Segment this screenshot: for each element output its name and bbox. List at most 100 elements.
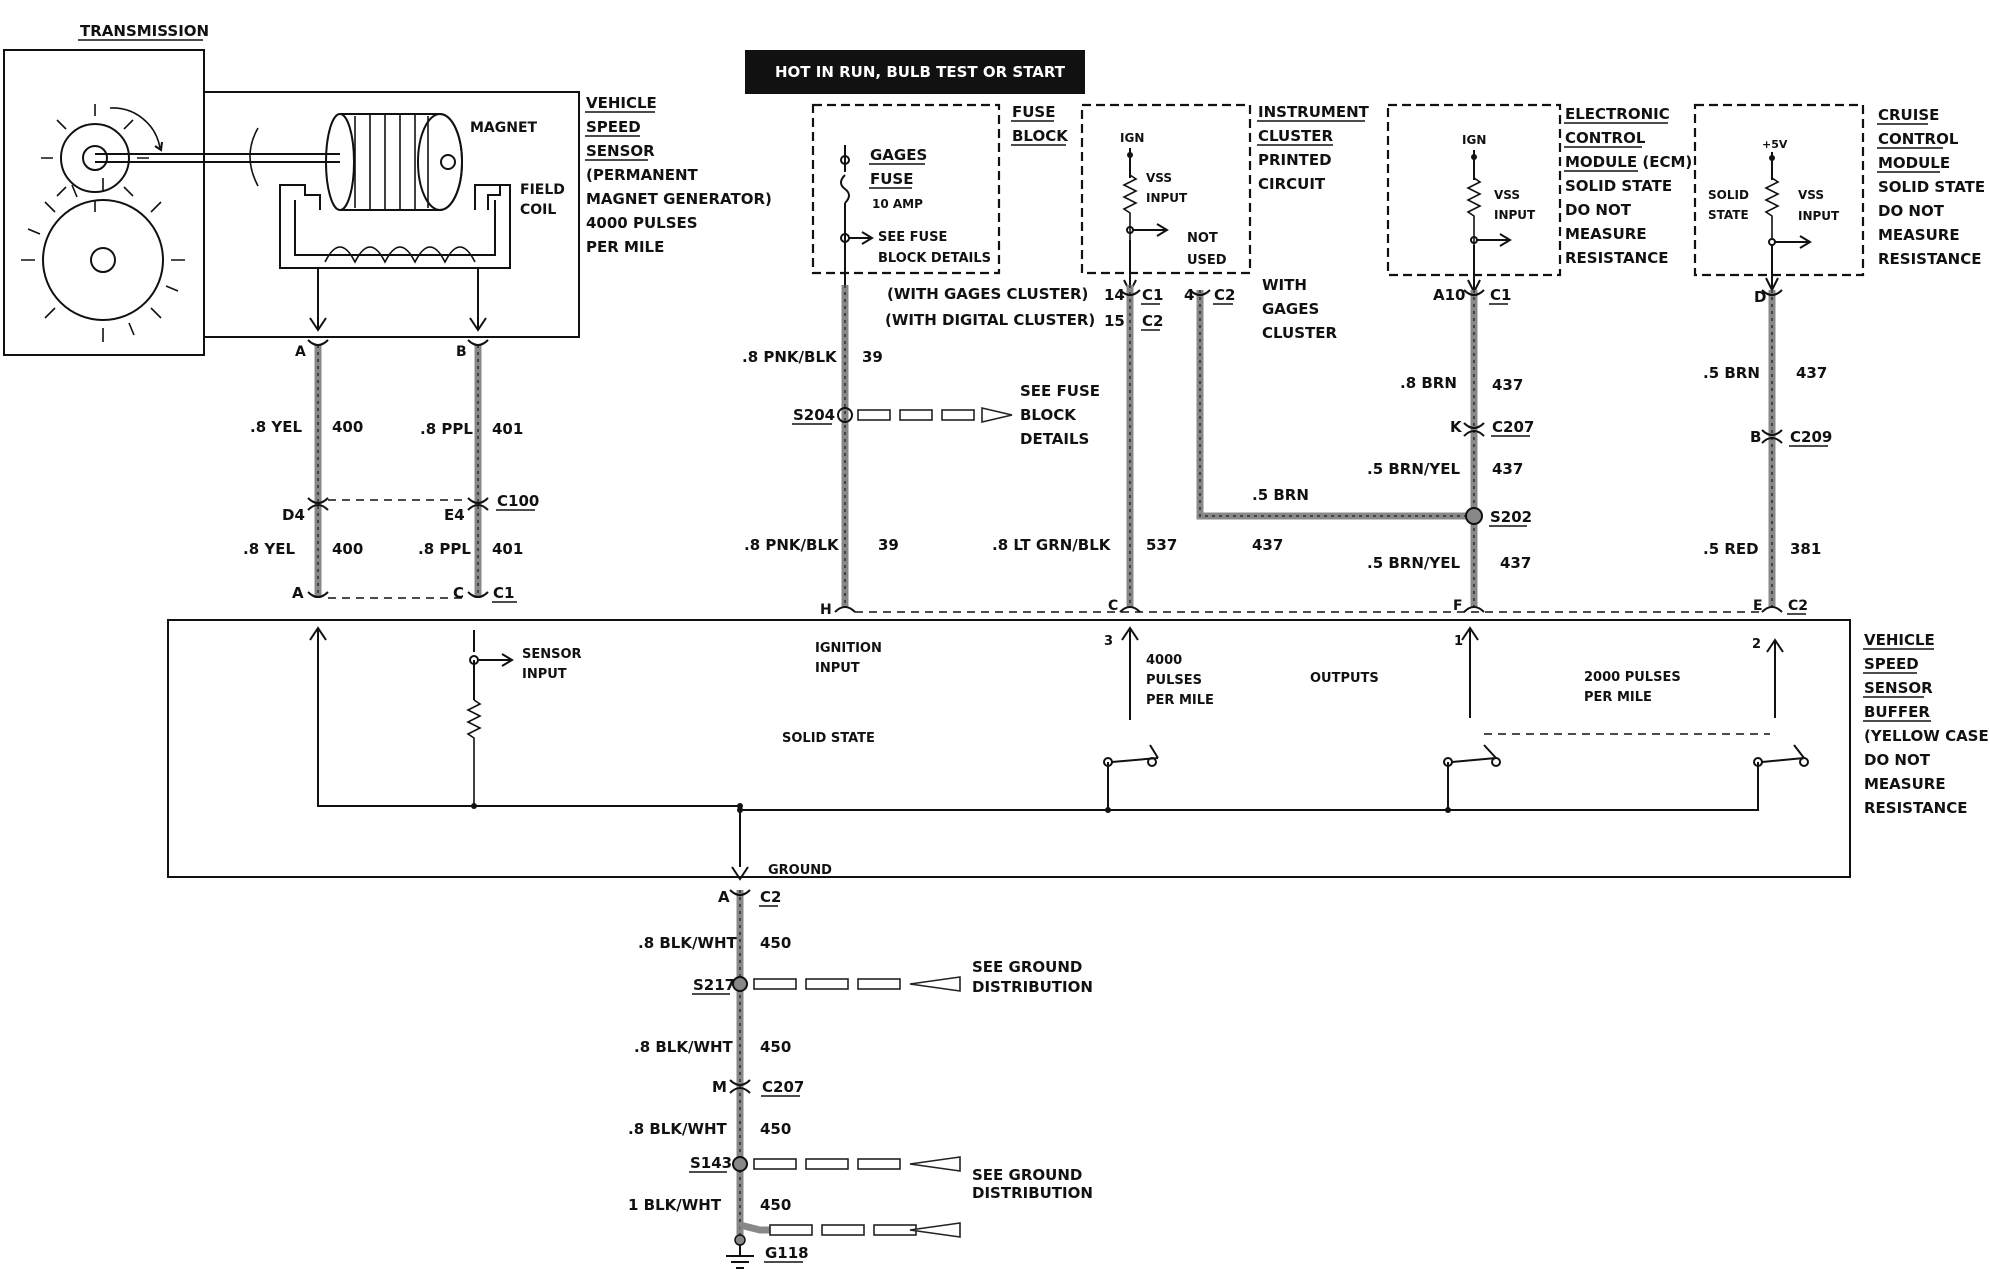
cruise-wires: D .5 BRN 437 B C209 .5 RED 381 E C2 (1703, 288, 1832, 615)
svg-text:DO NOT: DO NOT (1864, 751, 1931, 769)
svg-text:FUSE: FUSE (870, 170, 913, 188)
transmission-label: TRANSMISSION (80, 22, 209, 40)
vss-buffer-box (167, 619, 1851, 878)
svg-text:INPUT: INPUT (522, 667, 567, 682)
svg-text:INSTRUMENT: INSTRUMENT (1258, 103, 1370, 121)
svg-text:CONTROL: CONTROL (1878, 130, 1959, 148)
svg-text:39: 39 (862, 348, 883, 366)
svg-text:BLOCK: BLOCK (1020, 406, 1077, 424)
svg-text:.5 BRN: .5 BRN (1252, 486, 1309, 504)
svg-text:RESISTANCE: RESISTANCE (1565, 249, 1668, 267)
ground-dist-arrow-2 (753, 1156, 961, 1172)
ground-dist-arrow-1 (753, 976, 961, 992)
cluster-wires: (WITH GAGES CLUSTER) (WITH DIGITAL CLUST… (885, 276, 1476, 614)
field-core (279, 184, 511, 269)
svg-text:BUFFER: BUFFER (1864, 703, 1930, 721)
splice-s202 (1465, 507, 1483, 525)
svg-text:1: 1 (1454, 634, 1463, 649)
svg-text:SOLID STATE: SOLID STATE (1565, 177, 1672, 195)
circuit-400: 400 (332, 418, 363, 436)
svg-text:SOLID: SOLID (1708, 188, 1749, 202)
svg-text:H: H (820, 602, 832, 618)
svg-text:.8 PNK/BLK: .8 PNK/BLK (742, 348, 838, 366)
splice-s217 (732, 976, 748, 992)
svg-text:GAGES: GAGES (870, 146, 927, 164)
svg-text:4000: 4000 (1146, 653, 1182, 668)
svg-text:GAGES: GAGES (1262, 300, 1319, 318)
switch-1-icon (1111, 744, 1159, 763)
svg-text:C207: C207 (762, 1078, 804, 1096)
svg-text:MAGNET GENERATOR): MAGNET GENERATOR) (586, 190, 772, 208)
svg-text:VEHICLE: VEHICLE (586, 94, 657, 112)
svg-text:PER MILE: PER MILE (586, 238, 664, 256)
svg-text:DISTRIBUTION: DISTRIBUTION (972, 978, 1093, 996)
svg-text:.5 BRN: .5 BRN (1703, 364, 1760, 382)
svg-text:RESISTANCE: RESISTANCE (1878, 250, 1981, 268)
svg-text:.8 LT GRN/BLK: .8 LT GRN/BLK (992, 536, 1112, 554)
svg-text:INPUT: INPUT (1494, 208, 1536, 222)
svg-text:DO NOT: DO NOT (1565, 201, 1632, 219)
field-coil-label-2: COIL (520, 202, 556, 218)
svg-text:(YELLOW CASE): (YELLOW CASE) (1864, 727, 1990, 745)
svg-text:SPEED: SPEED (586, 118, 641, 136)
splice-s204 (837, 407, 853, 423)
svg-text:DISTRIBUTION: DISTRIBUTION (972, 1184, 1093, 1202)
svg-text:A10: A10 (1433, 286, 1465, 304)
svg-text:437: 437 (1796, 364, 1827, 382)
ground-symbol-icon (726, 1234, 754, 1269)
svg-text:C207: C207 (1492, 418, 1534, 436)
svg-text:WITH: WITH (1262, 276, 1307, 294)
svg-text:PER MILE: PER MILE (1146, 693, 1214, 708)
svg-text:FUSE: FUSE (1012, 103, 1055, 121)
svg-text:M: M (712, 1078, 727, 1096)
resistor-icon (466, 699, 482, 806)
svg-text:437: 437 (1492, 376, 1523, 394)
resistor-icon (1466, 177, 1482, 245)
svg-text:INPUT: INPUT (1146, 191, 1188, 205)
resistor-icon (1764, 177, 1780, 240)
svg-text:S217: S217 (693, 976, 735, 994)
svg-text:HOT IN RUN, BULB TEST OR START: HOT IN RUN, BULB TEST OR START (775, 63, 1066, 81)
circuit-400-2: 400 (332, 540, 363, 558)
svg-text:GROUND: GROUND (768, 863, 832, 878)
svg-text:.5 BRN/YEL: .5 BRN/YEL (1367, 554, 1460, 572)
svg-text:+5V: +5V (1762, 138, 1788, 151)
svg-text:SPEED: SPEED (1864, 655, 1919, 673)
svg-text:C1: C1 (1142, 286, 1163, 304)
fuse-rating: 10 AMP (872, 197, 923, 211)
svg-text:OUTPUTS: OUTPUTS (1310, 671, 1379, 686)
pin-d4: D4 (282, 506, 305, 524)
fuse-block-section: FUSE BLOCK GAGES FUSE 10 AMP SEE FUSE BL… (811, 103, 1069, 285)
cruise-control-box (1693, 103, 1865, 277)
svg-text:14: 14 (1104, 286, 1125, 304)
svg-text:STATE: STATE (1708, 208, 1749, 222)
svg-text:B: B (1750, 428, 1761, 446)
fuse-wire-39: .8 PNK/BLK 39 S204 SEE FUSE BLOCK DETAIL… (742, 285, 1100, 618)
svg-text:CLUSTER: CLUSTER (1258, 127, 1333, 145)
svg-text:SOLID STATE: SOLID STATE (1878, 178, 1985, 196)
pin-a-c1: A (292, 584, 304, 602)
svg-text:.5 RED: .5 RED (1703, 540, 1759, 558)
svg-text:C1: C1 (1490, 286, 1511, 304)
vss-pin-b: B (456, 344, 467, 360)
svg-text:450: 450 (760, 1196, 791, 1214)
svg-text:G118: G118 (765, 1244, 809, 1262)
svg-text:RESISTANCE: RESISTANCE (1864, 799, 1967, 817)
svg-text:MEASURE: MEASURE (1565, 225, 1647, 243)
svg-text:E: E (1753, 598, 1763, 614)
svg-text:IGN: IGN (1462, 133, 1486, 147)
svg-text:450: 450 (760, 1038, 791, 1056)
vss-pin-a: A (295, 344, 306, 360)
svg-text:IGNITION: IGNITION (815, 641, 882, 656)
svg-text:SEE GROUND: SEE GROUND (972, 958, 1082, 976)
instrument-cluster-section: INSTRUMENT CLUSTER PRINTED CIRCUIT IGN V… (1080, 103, 1370, 295)
svg-text:SENSOR: SENSOR (586, 142, 655, 160)
fuse-block-box (811, 103, 1001, 275)
svg-text:INPUT: INPUT (815, 661, 860, 676)
svg-text:SEE GROUND: SEE GROUND (972, 1166, 1082, 1184)
svg-text:C2: C2 (1142, 312, 1163, 330)
svg-text:MODULE (ECM): MODULE (ECM) (1565, 153, 1692, 171)
svg-text:3: 3 (1104, 634, 1113, 649)
svg-text:S202: S202 (1490, 508, 1532, 526)
vss-title: VEHICLE SPEED SENSOR (PERMANENT MAGNET G… (585, 94, 772, 256)
